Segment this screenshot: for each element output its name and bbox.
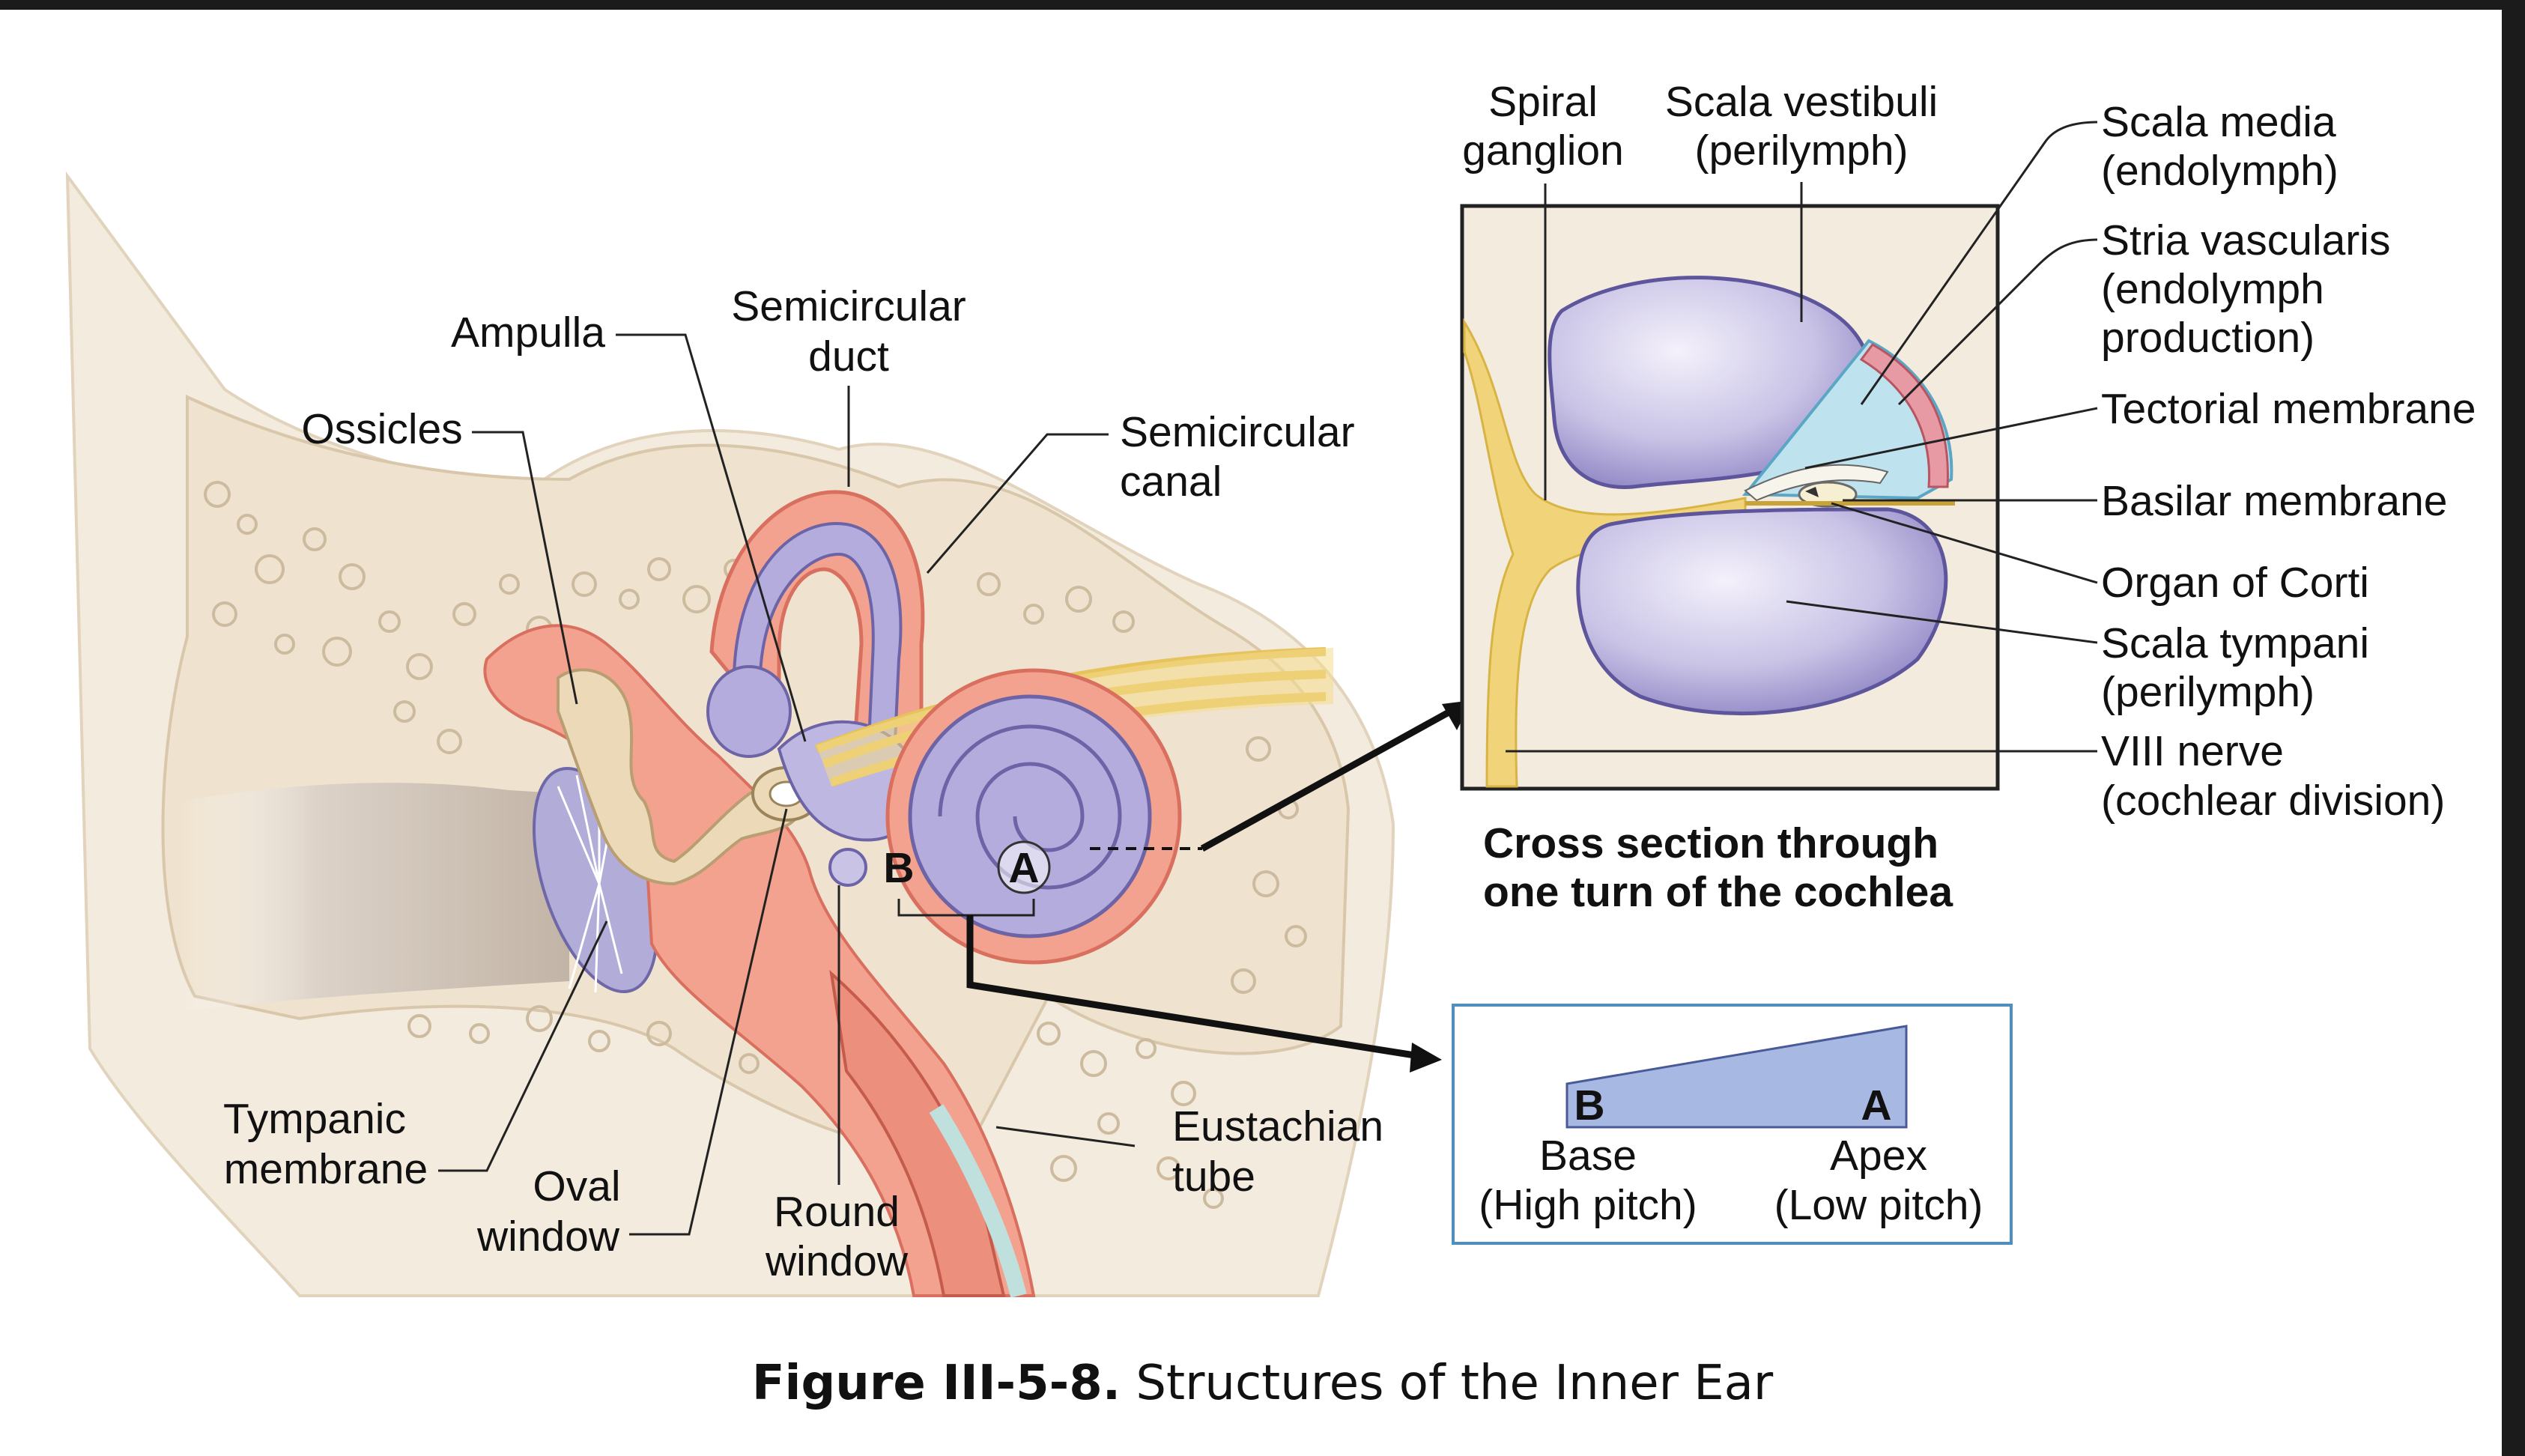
pitch-base-label: Base [1539, 1132, 1637, 1180]
pitch-base-sublabel: (High pitch) [1479, 1181, 1697, 1229]
pitch-base-letter: B [1574, 1082, 1604, 1129]
round-window-label-line2: window [765, 1237, 909, 1285]
cross-section-title-line1: Cross section through [1483, 819, 1939, 867]
tympanic-membrane-label-line2: membrane [224, 1145, 428, 1193]
cochlea-shape [910, 697, 1150, 936]
pitch-apex-letter: A [1861, 1082, 1891, 1129]
organ-of-corti-label: Organ of Corti [2101, 559, 2369, 607]
round-window-shape [830, 849, 866, 885]
scala-tympani-label-line2: (perilymph) [2101, 668, 2315, 716]
point-a-label: A [1008, 844, 1039, 892]
ampulla-label: Ampulla [451, 309, 605, 357]
pitch-apex-sublabel: (Low pitch) [1774, 1181, 1983, 1229]
tympanic-membrane-label-line1: Tympanic [223, 1095, 406, 1143]
eustachian-tube-label-line2: tube [1172, 1153, 1255, 1201]
figure-title: Structures of the Inner Ear [1121, 1356, 1773, 1411]
scala-media-label-line1: Scala media [2101, 98, 2336, 146]
ampulla-shape [708, 667, 790, 756]
semicircular-duct-label-line1: Semicircular [731, 282, 966, 330]
figure-caption: Figure III-5-8. Structures of the Inner … [0, 1356, 2525, 1411]
pitch-box: B A Base (High pitch) Apex (Low pitch) [1453, 1005, 2011, 1243]
semicircular-canal-label-line1: Semicircular [1120, 408, 1355, 456]
scala-vestibuli-label-line1: Scala vestibuli [1665, 78, 1938, 126]
cross-section-title-line2: one turn of the cochlea [1483, 868, 1953, 916]
viii-nerve-label-line1: VIII nerve [2101, 727, 2284, 775]
stria-vascularis-label-line2: (endolymph [2101, 265, 2324, 313]
cochlea-cross-section [1462, 206, 1998, 789]
eustachian-tube-label-line1: Eustachian [1172, 1102, 1383, 1150]
scala-tympani-label-line1: Scala tympani [2101, 619, 2369, 667]
stria-vascularis-label-line3: production) [2101, 314, 2315, 362]
oval-window-label-line1: Oval [533, 1162, 620, 1210]
scala-vestibuli-label-line2: (perilymph) [1694, 127, 1908, 175]
point-b-label: B [883, 844, 914, 892]
oval-window-label-line2: window [476, 1213, 620, 1261]
basilar-membrane-label: Basilar membrane [2101, 477, 2448, 525]
viii-nerve-label-line2: (cochlear division) [2101, 777, 2445, 825]
semicircular-duct-label-line2: duct [808, 333, 889, 380]
pitch-apex-label: Apex [1830, 1132, 1927, 1180]
ear-canal [180, 783, 569, 1011]
scala-media-label-line2: (endolymph) [2101, 147, 2338, 195]
ossicles-label: Ossicles [301, 405, 462, 453]
pitch-arrowhead [1410, 1043, 1442, 1073]
round-window-label-line1: Round [774, 1188, 900, 1236]
figure-number: Figure III-5-8. [752, 1356, 1121, 1411]
semicircular-canal-label-line2: canal [1120, 458, 1222, 506]
spiral-ganglion-label-line1: Spiral [1488, 78, 1598, 126]
stria-vascularis-label-line1: Stria vascularis [2101, 216, 2390, 264]
tectorial-membrane-label: Tectorial membrane [2101, 385, 2476, 433]
spiral-ganglion-label-line2: ganglion [1462, 127, 1624, 175]
